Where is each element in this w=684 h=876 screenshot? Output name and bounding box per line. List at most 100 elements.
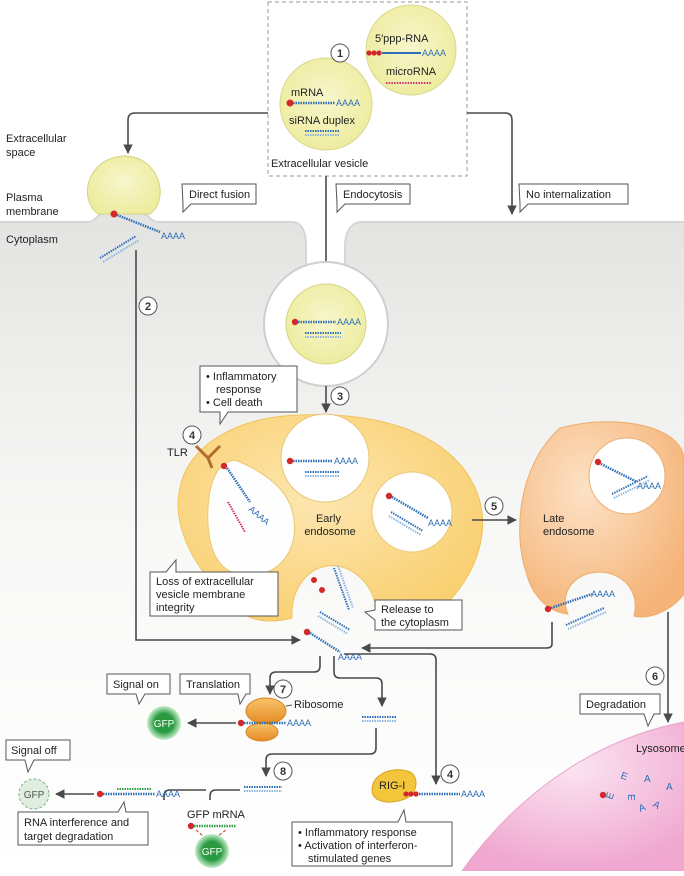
fusion-poly-a: AAAA [161, 231, 185, 241]
tlr-receptor-icon [194, 444, 222, 469]
gfp-off-icon [18, 778, 50, 810]
step-5-number: 5 [491, 501, 497, 513]
arrow-late-to-cytoplasm [361, 622, 553, 653]
arrow-direct-to-cytoplasm [135, 250, 301, 645]
step-4-number-rigi: 4 [447, 769, 454, 781]
inflammatory-callout [199, 365, 298, 426]
endocytosis-label: Endocytosis [343, 189, 403, 201]
gfp-on-label: GFP [154, 719, 175, 730]
inner-vesicle-2 [371, 471, 453, 553]
step-7-badge [273, 679, 293, 699]
late-release-cap-icon [544, 605, 552, 613]
step-5-badge [484, 496, 504, 516]
inflammatory-callout-text: • Inflammatory response • Cell death [206, 371, 280, 409]
microrna-label: microRNA [386, 66, 437, 78]
gfp-translation-dashed [195, 829, 227, 843]
gfp-potential-icon [195, 834, 229, 868]
release-cap-icon [311, 577, 317, 583]
released-mrna-strand [309, 631, 341, 654]
endo-poly-a: AAAA [337, 317, 361, 327]
tlr-microrna-strand [227, 501, 246, 533]
gfp-off-label: GFP [24, 790, 45, 801]
gfp-on-icon [147, 706, 181, 740]
lysosome-fragment: A [637, 802, 647, 815]
arrow-to-no-internalization [467, 112, 517, 215]
rnai-target-poly-a: AAAA [156, 789, 180, 799]
step-4-badge-tlr [182, 425, 202, 445]
extracellular-space-label: Extracellular space [6, 133, 70, 159]
rnai-callout [17, 800, 149, 846]
fusion-mrna-strand [116, 213, 161, 234]
ribosome-large-subunit [245, 697, 287, 725]
degradation-label: Degradation [586, 699, 646, 711]
rigi-ppp-icon [408, 791, 414, 797]
gfp-potential-label: GFP [202, 847, 223, 858]
lysosome-label: Lysosome [636, 743, 684, 755]
released-mrna-cap-icon [303, 628, 311, 636]
fusion-rna-cap-icon [110, 210, 118, 218]
mrna-label: mRNA [291, 87, 324, 99]
release-cap-icon [319, 587, 325, 593]
step-8-badge [273, 761, 293, 781]
translation-callout [179, 673, 251, 706]
mrna-cap-icon [286, 99, 294, 107]
lysosome [461, 721, 684, 872]
step-3-badge [330, 386, 350, 406]
late-release-poly-a: AAAA [591, 589, 615, 599]
translation-cap-icon [237, 719, 245, 727]
released-poly-a: AAAA [338, 652, 362, 662]
rigi-poly-a: AAAA [461, 789, 485, 799]
step-6-badge [645, 666, 665, 686]
late-release-sirna-strand [565, 607, 605, 626]
extracellular-vesicle-label: Extracellular vesicle [271, 158, 368, 170]
rigi-ppp-icon [403, 791, 409, 797]
late-sirna-strand-2 [613, 479, 651, 499]
lysosome-fragment: E [604, 791, 617, 801]
inner-1-cap-icon [286, 457, 294, 465]
gfp-mrna-cap-icon [187, 822, 195, 830]
release-text: Release to the cytoplasm [381, 604, 449, 629]
ribosome-label: Ribosome [294, 699, 344, 711]
tlr-pocket [207, 459, 295, 577]
step-4-badge-rigi [440, 764, 460, 784]
inner-2-mrna-strand [391, 495, 429, 520]
lysosome-fragment: A [651, 799, 663, 812]
arrow-to-rigi [344, 653, 441, 785]
late-endosome-label: Late endosome [543, 513, 594, 538]
rigi-ppp-icon [413, 791, 419, 797]
late-cap-icon [594, 458, 602, 466]
gfp-mrna-label: GFP mRNA [187, 809, 246, 821]
late-poly-a: AAAA [637, 481, 661, 491]
step-1-number: 1 [337, 48, 343, 60]
ppp-rna-label: 5′ppp-RNA [375, 33, 429, 45]
endo-mrna-cap-icon [291, 318, 299, 326]
cytoplasm-label: Cytoplasm [6, 234, 58, 246]
no-internalization-callout [518, 183, 629, 214]
rnai-target-cap-icon [96, 790, 104, 798]
inner-vesicle-1 [280, 413, 370, 503]
inner-1-poly-a: AAAA [334, 456, 358, 466]
extracellular-vesicle-box [267, 1, 468, 177]
rigi-callout-text: • Inflammatory response • Activation of … [298, 827, 421, 865]
tlr-rna-cap-icon [220, 462, 228, 470]
sirna-label: siRNA duplex [289, 115, 356, 127]
endocytosis-callout [335, 183, 411, 214]
inner-2-cap-icon [385, 492, 393, 500]
arrow-to-sirna [333, 656, 387, 707]
vesicle-ppp-microrna [365, 4, 457, 96]
direct-fusion-label: Direct fusion [189, 189, 250, 201]
signal-off-label: Signal off [11, 745, 58, 757]
rigi-label: RIG-I [379, 780, 405, 792]
tlr-rna-strand [225, 467, 252, 503]
arrow-rnai-left [163, 789, 206, 800]
translation-poly-a: AAAA [287, 718, 311, 728]
mrna-poly-a: AAAA [336, 98, 360, 108]
no-internalization-label: No internalization [526, 189, 611, 201]
signal-off-callout [5, 739, 71, 774]
released-sirna-strand [319, 611, 351, 631]
step-6-number: 6 [652, 671, 658, 683]
late-release-mrna-strand [550, 592, 593, 610]
lysosome-cap-icon [599, 791, 607, 799]
lysosome-fragment: A [666, 782, 673, 793]
